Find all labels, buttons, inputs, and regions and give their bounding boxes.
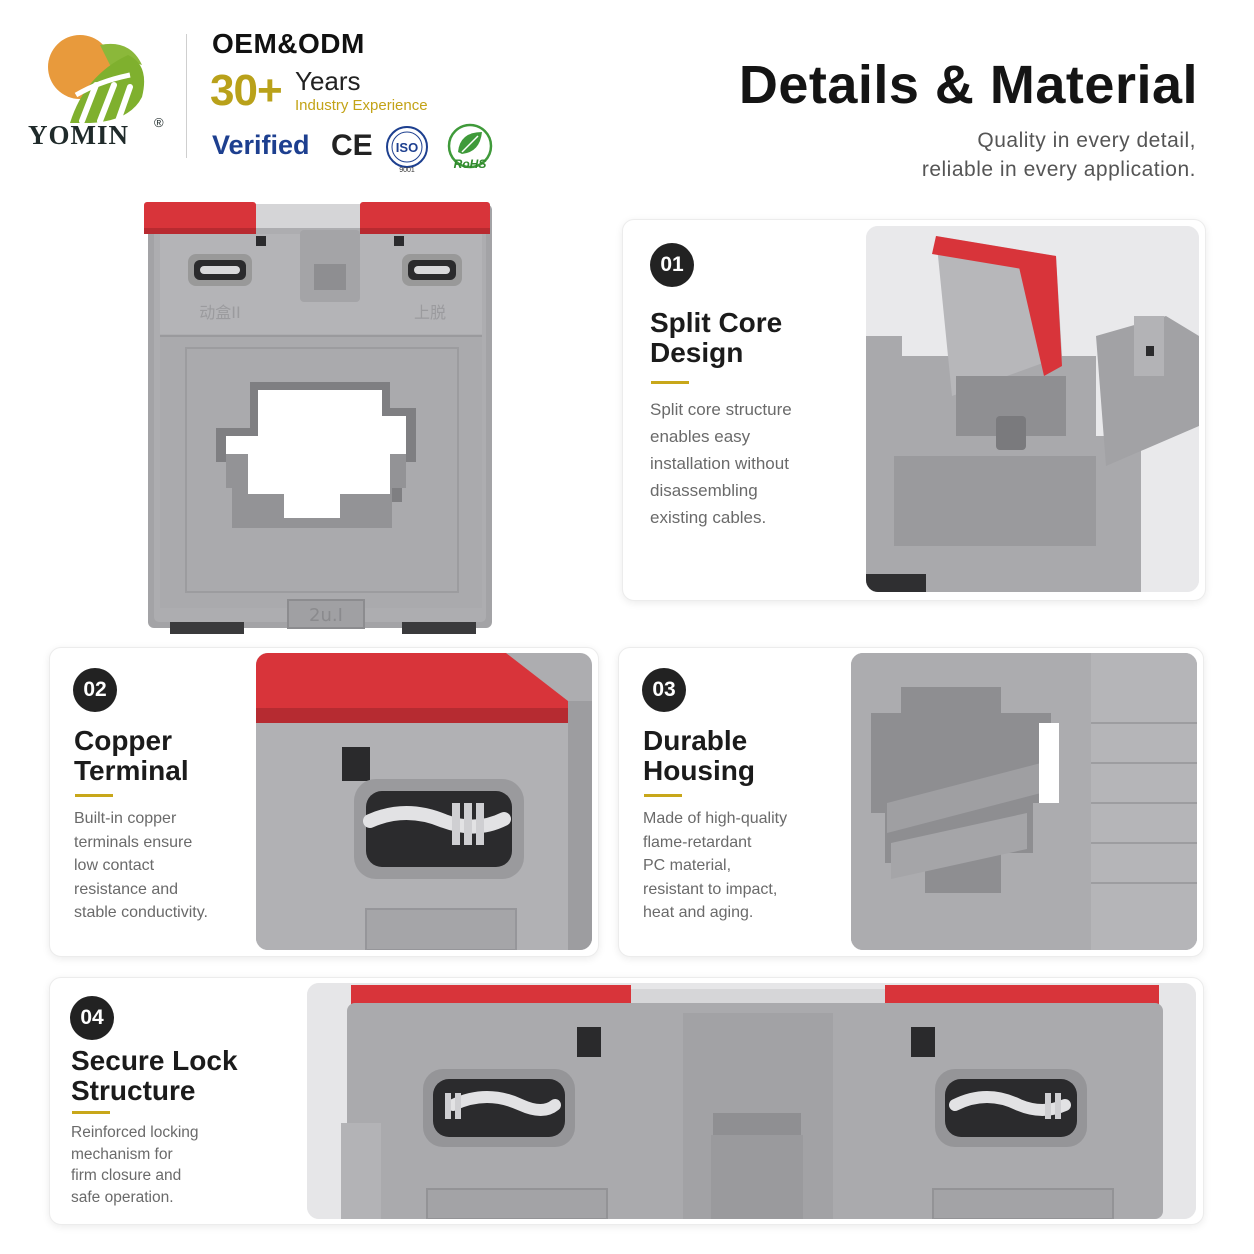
desc-line: stable conductivity. [74, 904, 208, 921]
durable-housing-photo [851, 653, 1197, 950]
feature-title-line-1: Secure Lock [71, 1045, 238, 1076]
feature-title-line-1: Copper [74, 725, 172, 756]
page-subtitle: Quality in every detail, reliable in eve… [922, 126, 1196, 184]
iso-number-text: 9001 [399, 167, 415, 174]
desc-line: firm closure and [71, 1167, 182, 1184]
desc-line: disassembling [650, 481, 758, 500]
feature-title-line-1: Split Core [650, 307, 783, 338]
subtitle-line-1: Quality in every detail, [977, 129, 1196, 152]
ce-mark-icon: CE [331, 129, 373, 162]
feature-description: Split core structure enables easy instal… [650, 396, 860, 531]
feature-description: Made of high-quality flame-retardant PC … [643, 807, 843, 925]
desc-line: Reinforced locking [71, 1124, 199, 1141]
feature-title: Secure Lock Structure [71, 1046, 238, 1106]
desc-line: resistance and [74, 880, 179, 898]
feature-title: Copper Terminal [74, 726, 189, 786]
front-label-bottom: 2u.I [309, 605, 343, 626]
feature-card-secure-lock: 04 Secure Lock Structure Reinforced lock… [49, 977, 1204, 1225]
rohs-text: RoHS [454, 157, 487, 171]
desc-line: mechanism for [71, 1145, 173, 1163]
feature-number-badge: 02 [73, 668, 117, 712]
desc-line: flame-retardant [643, 833, 752, 851]
header-divider [186, 34, 187, 158]
feature-card-copper-terminal: 02 Copper Terminal Built-in copper termi… [49, 647, 599, 957]
registered-mark: ® [154, 115, 164, 130]
feature-card-durable-housing: 03 Durable Housing Made of high-quality … [618, 647, 1204, 957]
front-label-left: 动盒II [199, 303, 240, 322]
desc-line: low contact [74, 857, 155, 874]
feature-title-line-2: Design [650, 337, 744, 368]
yomin-logo-icon [48, 35, 145, 124]
feature-title: Durable Housing [643, 726, 755, 786]
feature-number-badge: 01 [650, 243, 694, 287]
current-transformer-front-image: 动盒II 上脱 2u.I [144, 202, 492, 634]
oem-odm-label: OEM&ODM [212, 28, 365, 59]
feature-title-line-2: Housing [643, 755, 755, 786]
iso-text: ISO [396, 140, 418, 155]
desc-line: Split core structure [650, 400, 792, 419]
feature-title: Split Core Design [650, 308, 782, 368]
desc-line: heat and aging. [643, 904, 754, 921]
feature-title-line-2: Structure [71, 1075, 196, 1106]
front-label-right: 上脱 [414, 303, 446, 322]
copper-terminal-photo [256, 653, 592, 950]
feature-title-underline [651, 381, 689, 384]
feature-title-underline [72, 1111, 110, 1114]
years-number: 30+ [210, 66, 283, 115]
desc-line: Made of high-quality [643, 810, 788, 827]
feature-title-underline [75, 794, 113, 797]
rohs-icon: RoHS [447, 123, 493, 171]
desc-line: existing cables. [650, 508, 767, 527]
iso-9001-icon: ISO 9001 [386, 126, 428, 174]
years-label: Years [295, 66, 361, 96]
subtitle-line-2: reliable in every application. [921, 158, 1196, 181]
desc-line: resistant to impact, [643, 880, 778, 898]
feature-description: Built-in copper terminals ensure low con… [74, 807, 254, 925]
split-core-photo [866, 226, 1199, 592]
brand-name: YOMIN [28, 120, 129, 150]
feature-description: Reinforced locking mechanism for firm cl… [71, 1122, 291, 1208]
feature-title-underline [644, 794, 682, 797]
industry-experience-label: Industry Experience [295, 97, 428, 114]
desc-line: installation without [650, 454, 789, 473]
feature-title-line-1: Durable [643, 725, 748, 756]
feature-number-badge: 04 [70, 996, 114, 1040]
secure-lock-photo [307, 983, 1196, 1219]
verified-badge: Verified [212, 130, 310, 160]
feature-card-split-core: 01 Split Core Design Split core structur… [622, 219, 1206, 601]
feature-number-badge: 03 [642, 668, 686, 712]
page-title: Details & Material [738, 55, 1198, 115]
desc-line: Built-in copper [74, 810, 177, 827]
desc-line: terminals ensure [74, 833, 193, 851]
desc-line: safe operation. [71, 1188, 174, 1206]
desc-line: enables easy [650, 427, 751, 446]
desc-line: PC material, [643, 857, 732, 874]
feature-title-line-2: Terminal [74, 755, 189, 786]
